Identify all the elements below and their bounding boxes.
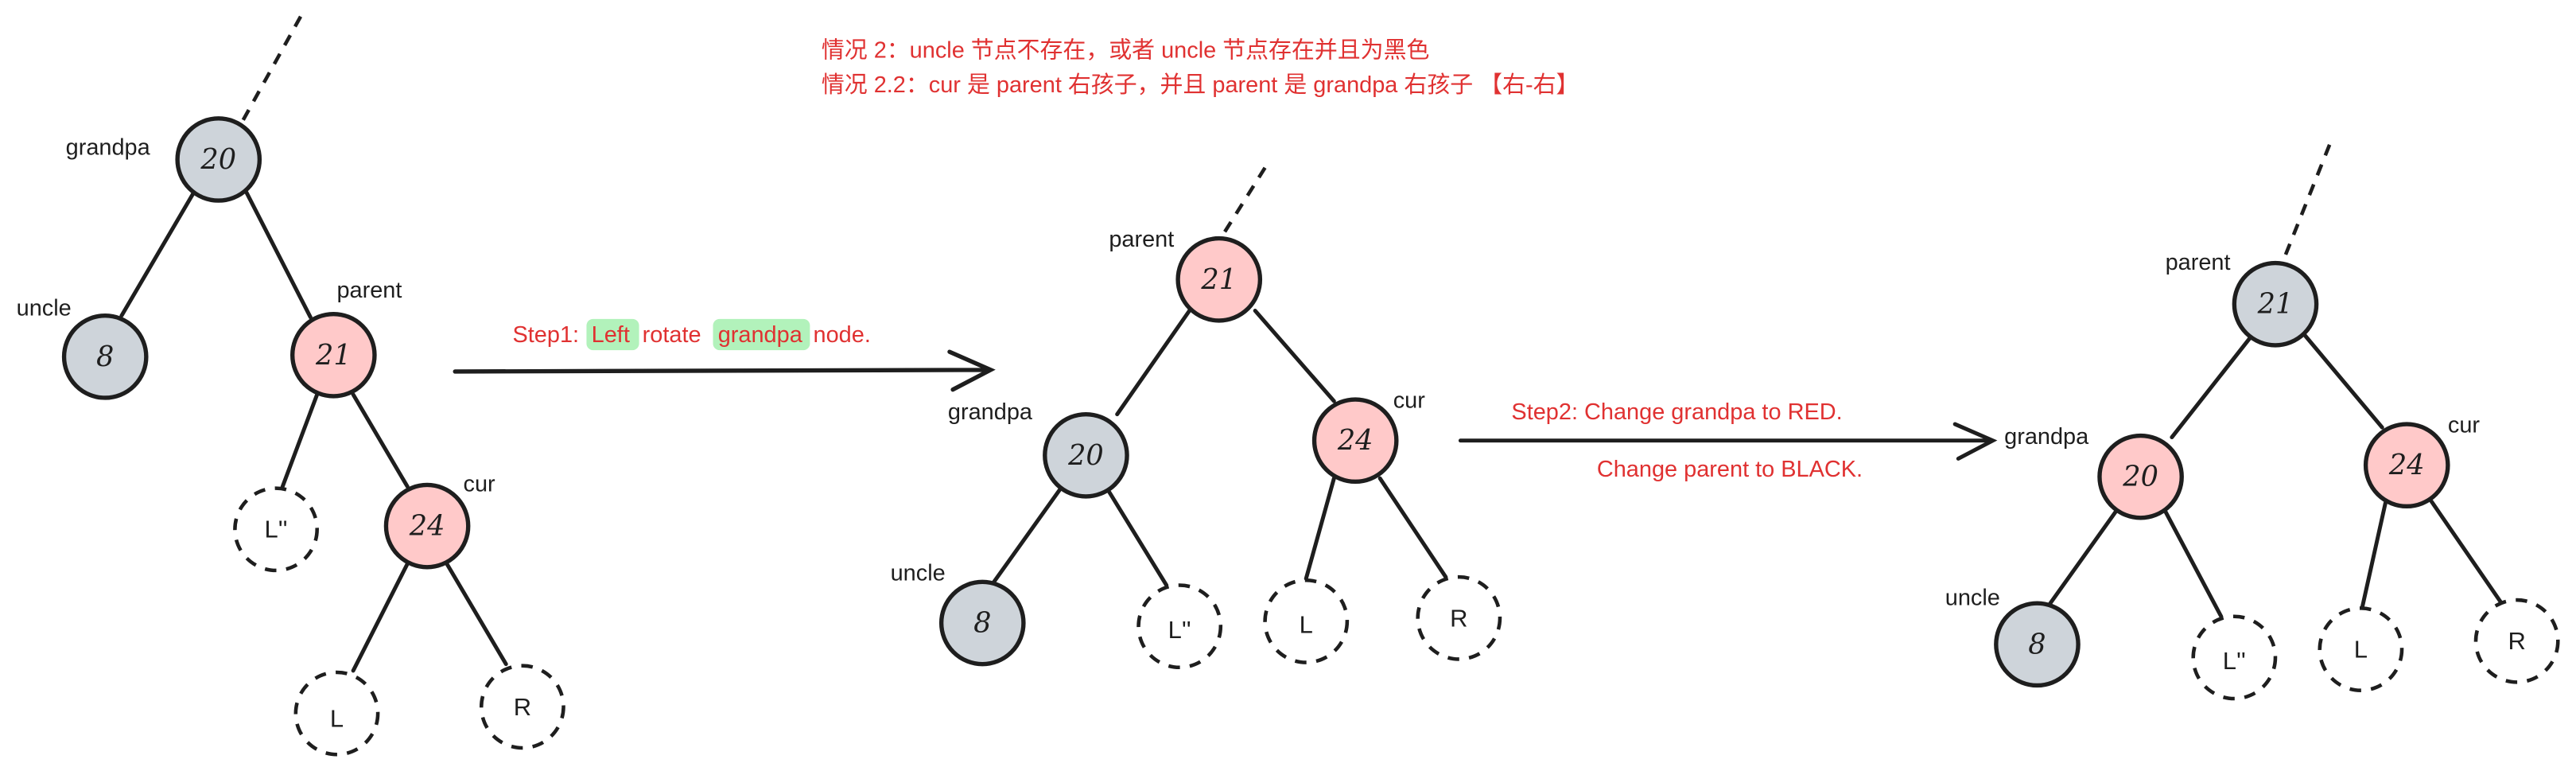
edge — [280, 392, 320, 489]
node-value: 8 — [2028, 628, 2046, 660]
node-cur — [2363, 422, 2450, 509]
node-value: 21 — [1200, 263, 1237, 296]
node-nil-l — [2318, 606, 2404, 692]
node-value: L — [2354, 636, 2368, 664]
highlight — [586, 318, 639, 351]
label-parent: parent — [2166, 250, 2231, 275]
edge — [445, 562, 508, 667]
edge — [1304, 476, 1336, 581]
edge — [351, 562, 410, 673]
node-grandpa — [175, 116, 262, 203]
node-parent — [1175, 236, 1263, 323]
tree-after-rotate: 21 parent 20 grandpa 24 cur 8 uncle L'' … — [891, 166, 1502, 670]
arrow-icon — [453, 349, 996, 392]
node-value: L'' — [2223, 647, 2246, 675]
edge — [1106, 489, 1169, 587]
node-value: 8 — [973, 606, 991, 639]
arrow-icon — [1458, 422, 1998, 461]
label-grandpa: grandpa — [948, 399, 1033, 425]
edge — [2360, 500, 2388, 609]
edge — [351, 392, 410, 489]
label-cur: cur — [464, 472, 496, 497]
node-nil-l — [293, 670, 380, 757]
step2-annotation: Step2: Change grandpa to RED. Change par… — [1458, 399, 1998, 482]
node-cur — [383, 482, 471, 570]
edge — [1253, 309, 1336, 403]
edge — [1115, 309, 1192, 417]
node-value: 20 — [1067, 439, 1104, 472]
highlight — [713, 318, 810, 351]
node-value: 21 — [2257, 288, 2294, 321]
node-uncle — [938, 579, 1026, 667]
node-value: R — [1450, 604, 1467, 632]
node-nil-lpp — [2191, 614, 2278, 701]
step2-text-line1: Step2: Change grandpa to RED. — [1511, 399, 1842, 425]
edge — [2048, 509, 2119, 606]
label-parent: parent — [336, 278, 402, 303]
parent-link-dashed — [2282, 144, 2332, 261]
node-value: 21 — [315, 339, 352, 372]
node-nil-r — [2473, 598, 2560, 684]
label-uncle: uncle — [17, 296, 72, 321]
node-grandpa — [2097, 433, 2184, 520]
node-value: L — [1300, 611, 1313, 639]
node-nil-r — [479, 664, 565, 750]
node-uncle — [1994, 601, 2081, 688]
node-value: R — [514, 693, 531, 721]
edge — [2170, 335, 2253, 440]
edge — [2429, 499, 2503, 604]
tree-before: 20 grandpa 8 uncle 21 parent L'' 24 cur … — [17, 15, 565, 757]
edge — [1377, 476, 1448, 579]
node-nil-l — [1263, 578, 1350, 664]
edge — [119, 190, 196, 318]
node-value: R — [2508, 627, 2525, 655]
node-uncle — [61, 313, 149, 400]
node-grandpa — [1043, 411, 1129, 499]
node-value: L'' — [1168, 616, 1191, 644]
node-cur — [1311, 397, 1399, 485]
node-value: L — [330, 704, 344, 732]
parent-link-dashed — [1218, 166, 1267, 239]
label-cur: cur — [1393, 387, 1426, 413]
edge — [992, 488, 1062, 584]
step2-text-line2: Change parent to BLACK. — [1597, 457, 1863, 482]
node-value: L'' — [265, 516, 288, 543]
node-value: 20 — [200, 143, 236, 176]
case-title: 情况 2：uncle 节点不存在，或者 uncle 节点存在并且为黑色 — [822, 37, 1430, 63]
label-cur: cur — [2448, 412, 2481, 438]
node-nil-lpp — [1136, 583, 1223, 670]
node-value: 8 — [96, 341, 114, 373]
edge — [244, 190, 313, 320]
node-value: 24 — [1337, 424, 1373, 457]
tree-after-recolor: 21 parent 20 grandpa 24 cur 8 uncle L'' … — [1945, 144, 2560, 701]
node-value: 24 — [409, 510, 445, 543]
label-uncle: uncle — [891, 560, 946, 586]
label-grandpa: grandpa — [2004, 424, 2089, 450]
node-parent — [290, 311, 377, 399]
node-value: 20 — [2122, 461, 2158, 493]
node-value: 24 — [2388, 449, 2425, 481]
node-parent — [2232, 260, 2319, 348]
edge — [2163, 509, 2224, 619]
case-subtitle: 情况 2.2：cur 是 parent 右孩子，并且 parent 是 gran… — [822, 72, 1579, 98]
label-uncle: uncle — [1945, 585, 2000, 610]
label-parent: parent — [1109, 227, 1174, 252]
node-nil-r — [1416, 574, 1502, 661]
node-nil-lpp — [233, 486, 319, 573]
edge — [2302, 333, 2384, 430]
parent-link-dashed — [241, 15, 303, 121]
label-grandpa: grandpa — [66, 134, 151, 160]
